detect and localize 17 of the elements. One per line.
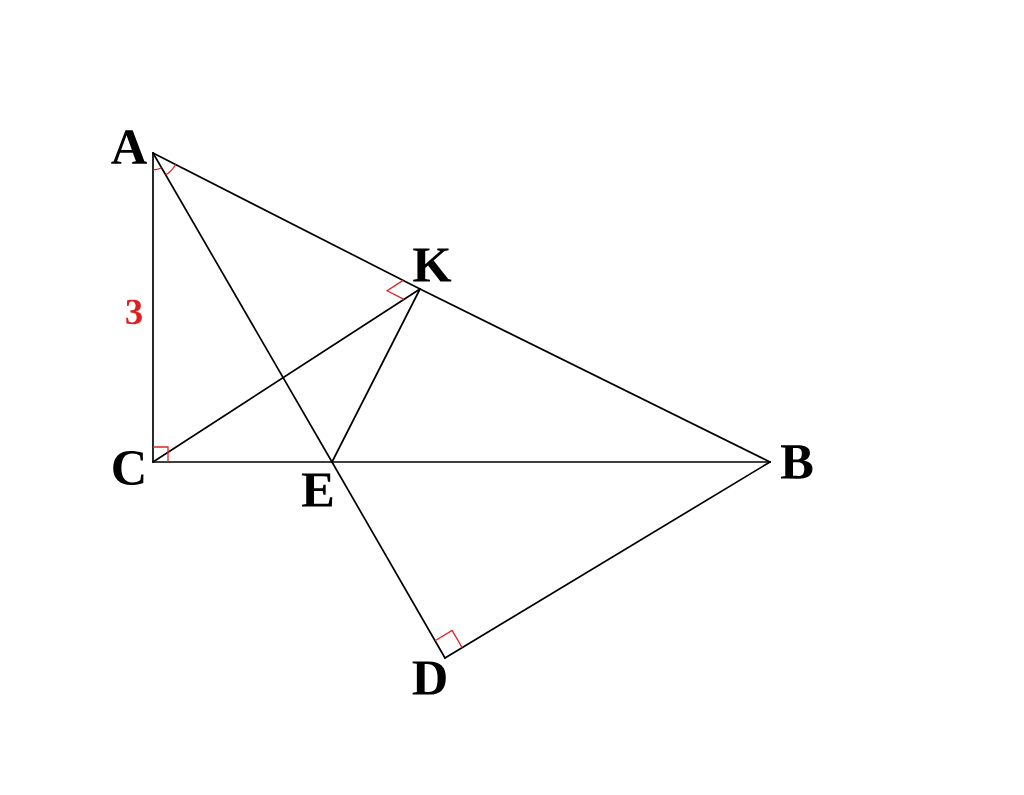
point-label: K [413,248,452,282]
segment [331,461,771,463]
segment [331,461,446,659]
segment [444,461,771,659]
segment [152,152,421,290]
segment [152,461,333,463]
length-label: 3 [126,299,142,325]
point-label: C [113,451,144,485]
segment [419,288,771,463]
segment [331,288,421,463]
segment [152,288,421,463]
segment [152,152,154,463]
point-label: E [302,473,333,507]
point-label: B [780,445,813,479]
segment [152,152,333,463]
point-label: A [111,130,147,164]
point-label: D [412,661,446,695]
